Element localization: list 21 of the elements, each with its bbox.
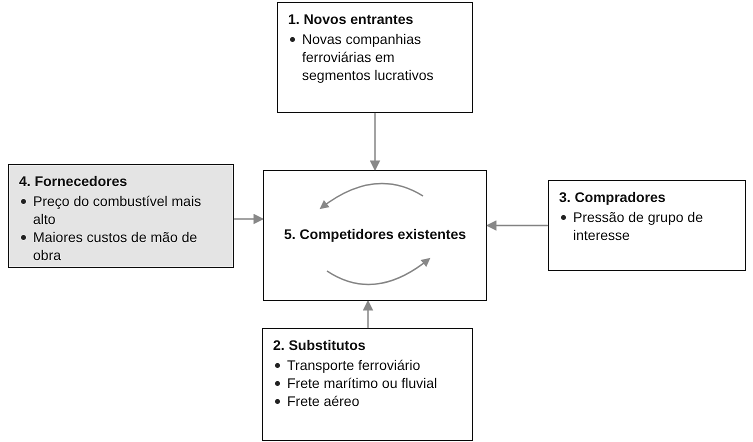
text-box	[8, 164, 234, 268]
box-heading: 5. Competidores existentes	[284, 226, 466, 242]
box-heading: 1. Novos entrantes	[288, 11, 414, 27]
text-box	[263, 170, 487, 301]
arrow	[234, 214, 264, 224]
arrow	[370, 113, 380, 172]
text-box	[548, 180, 746, 271]
bullet-item: Maiores custos de mão de obra	[19, 228, 223, 264]
text-box	[262, 328, 473, 441]
bullet-item: Preço do combustível mais alto	[19, 192, 223, 228]
arrow	[362, 300, 374, 328]
box-heading: 4. Fornecedores	[19, 173, 128, 189]
box-heading: 3. Compradores	[559, 189, 667, 205]
bullet-item: Frete aéreo	[273, 392, 462, 410]
box-heading: 2. Substitutos	[273, 337, 367, 353]
bullet-item: Frete marítimo ou fluvial	[273, 374, 462, 392]
bullet-item: Pressão de grupo de interesse	[559, 208, 735, 244]
arrow	[486, 220, 548, 231]
bullet-item: Transporte ferroviário	[273, 356, 462, 374]
text-box	[277, 2, 473, 113]
bullet-item: Novas companhias ferroviárias em segmentos lucrativos	[288, 30, 462, 84]
